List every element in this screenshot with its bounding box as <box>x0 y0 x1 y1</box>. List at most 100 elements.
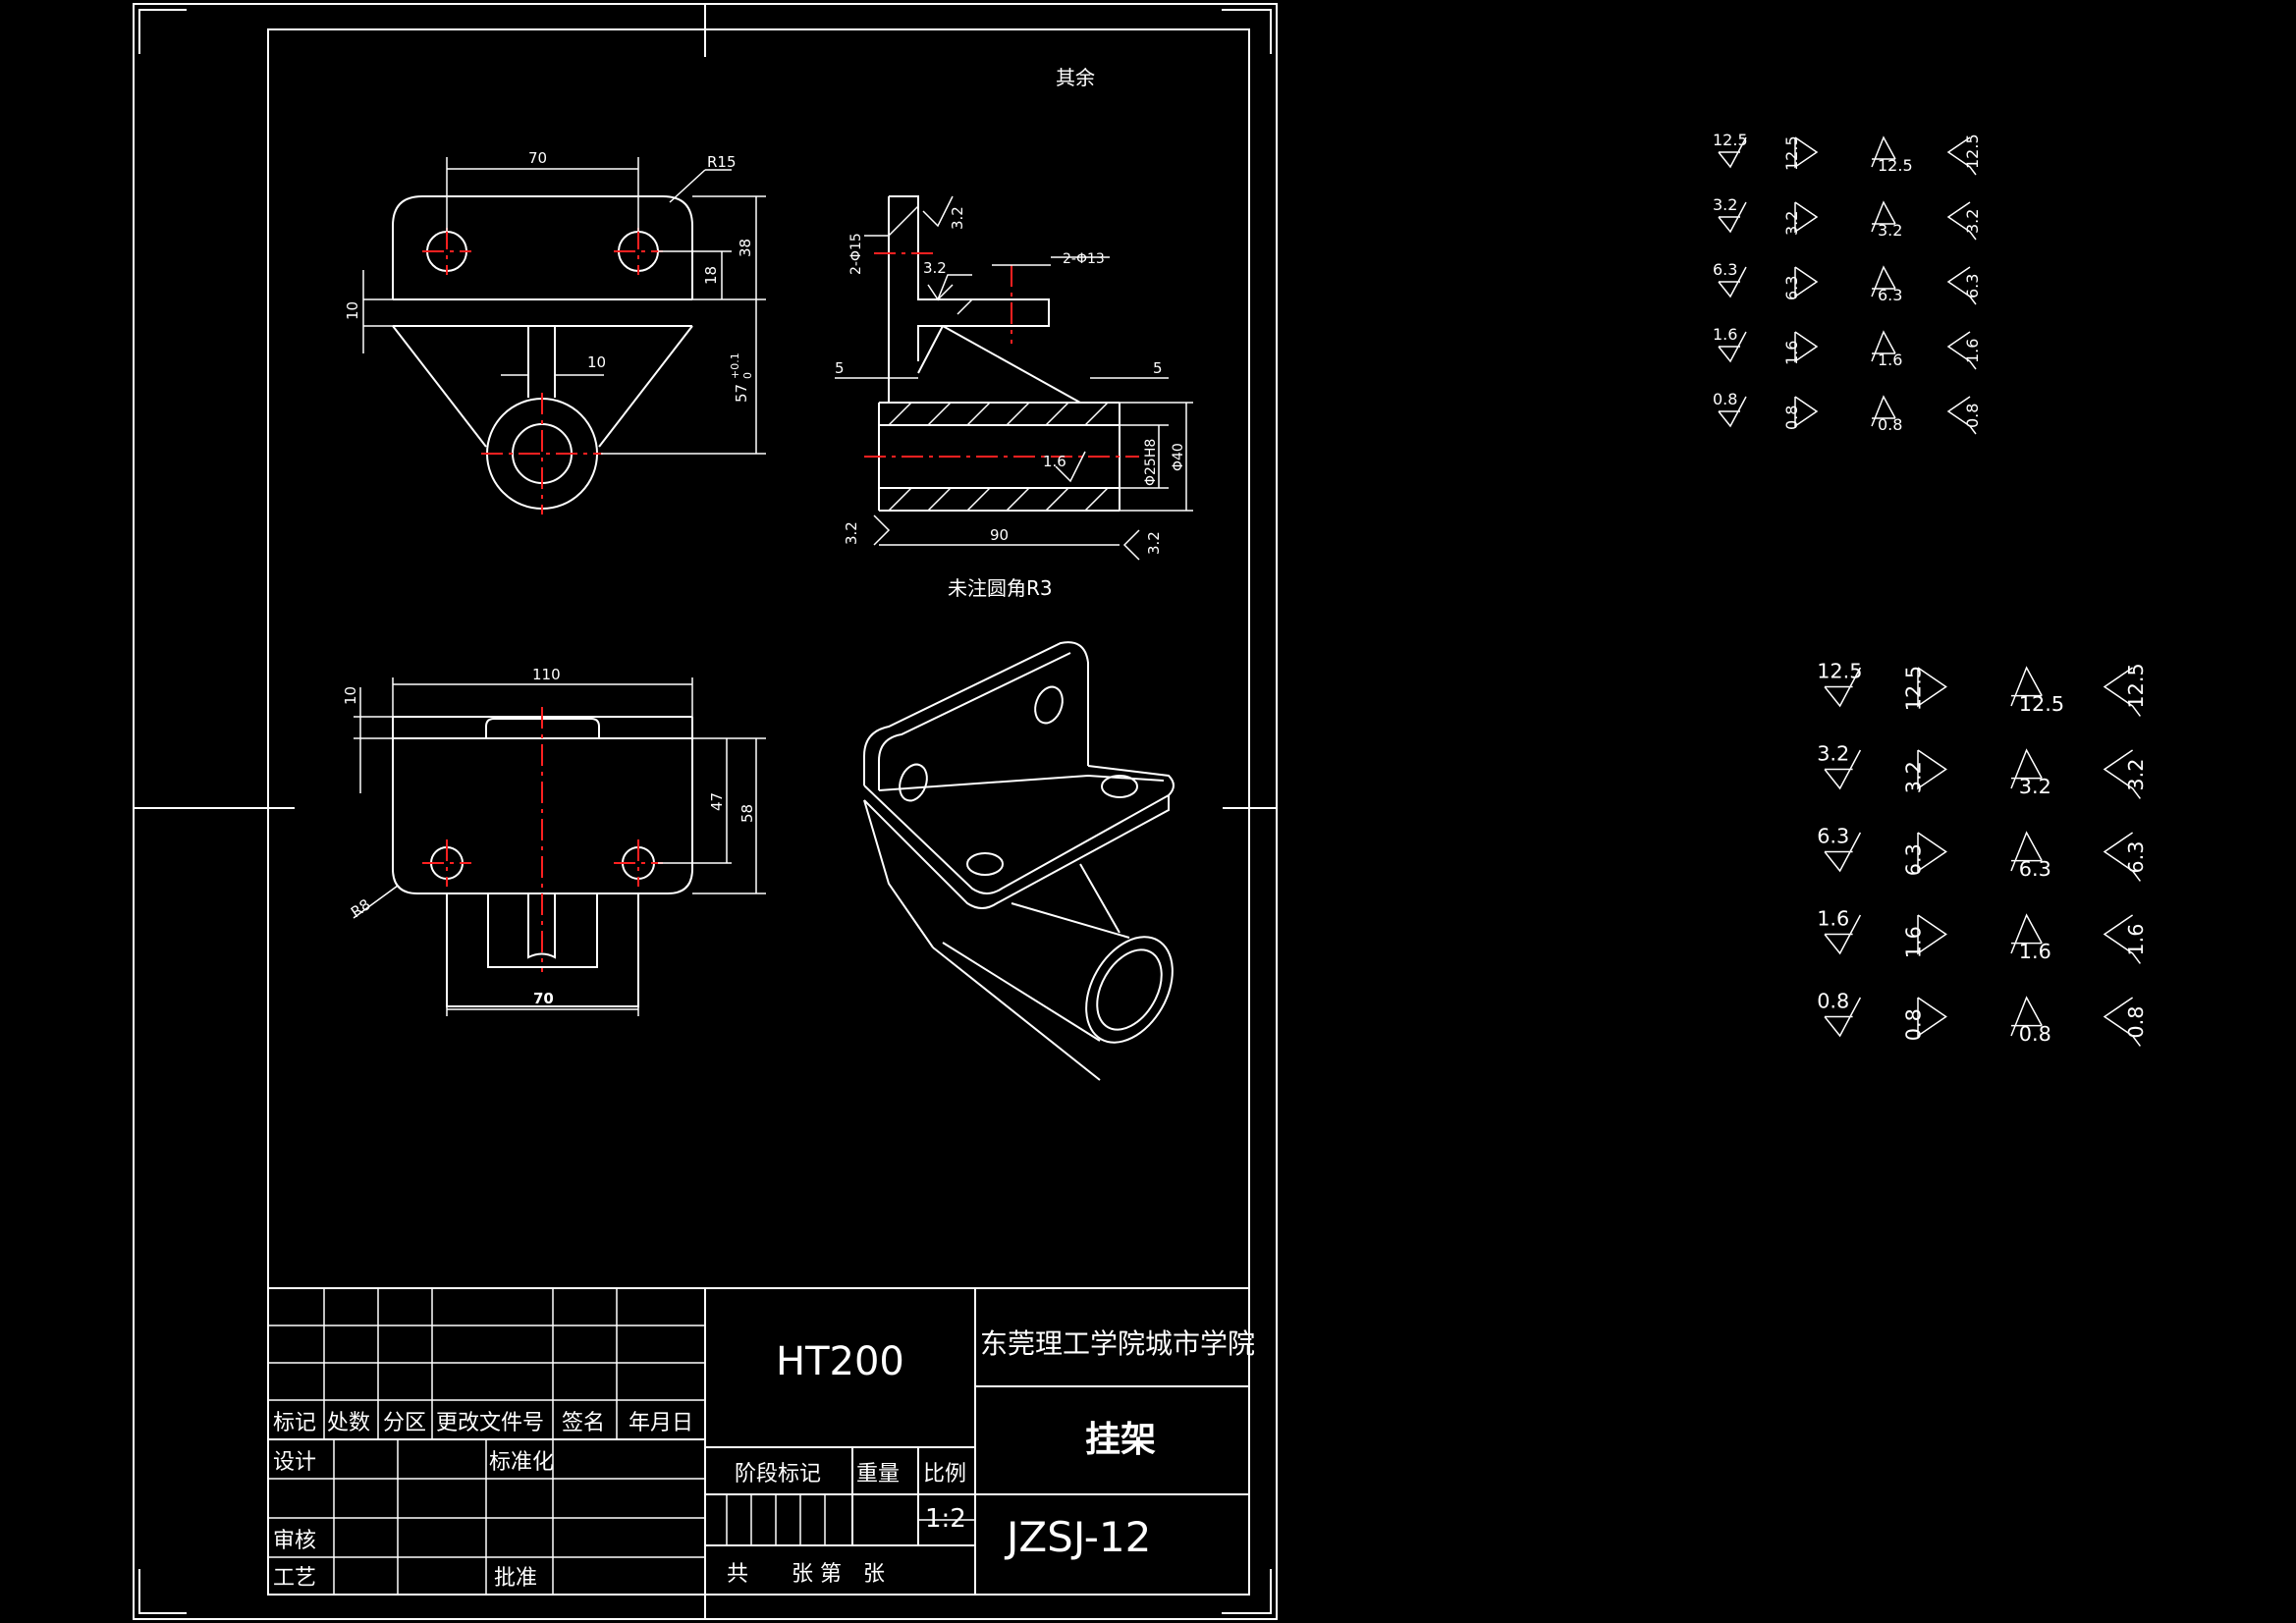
roughness-symbol: 12.5 <box>1713 131 1748 169</box>
roughness-mark <box>1824 997 1862 1038</box>
top-view: 110 10 47 58 R8 70 <box>342 666 766 1016</box>
roughness-mark <box>1824 832 1862 873</box>
roughness-mark <box>1946 266 1977 305</box>
label-review: 审核 <box>273 1529 316 1553</box>
roughness-mark <box>2010 666 2043 707</box>
roughness-mark <box>1871 265 1896 298</box>
roughness-mark <box>2010 996 2043 1037</box>
rough-32-top: 3.2 <box>949 206 966 230</box>
roughness-symbol: 12.5 <box>2103 663 2148 717</box>
dim-phi40: Φ40 <box>1171 443 1186 471</box>
rough-32-mid: 3.2 <box>923 259 947 277</box>
roughness-value: 0.8 <box>2124 1006 2148 1039</box>
roughness-symbol: 12.5 <box>2010 666 2064 716</box>
roughness-symbol: 1.6 <box>1902 914 1947 958</box>
dim-38: 38 <box>737 239 754 257</box>
roughness-value: 3.2 <box>1878 221 1902 240</box>
roughness-mark <box>1917 997 1947 1038</box>
roughness-mark <box>2103 832 2141 882</box>
roughness-value: 0.8 <box>1963 404 1982 428</box>
dim-r8: R8 <box>348 895 374 921</box>
roughness-symbol: 6.3 <box>1817 824 1862 873</box>
dim-18: 18 <box>702 266 720 285</box>
roughness-value: 12.5 <box>1782 135 1801 171</box>
roughness-mark <box>1794 266 1819 298</box>
roughness-mark <box>1824 667 1862 708</box>
isometric-view <box>863 641 1175 1081</box>
roughness-value: 3.2 <box>1963 209 1982 234</box>
drawing-number: JZSJ-12 <box>1004 1513 1151 1561</box>
roughness-mark <box>1718 136 1747 169</box>
roughness-symbol: 1.6 <box>2103 914 2148 964</box>
dim-2-phi13: 2-Φ13 <box>1063 251 1105 267</box>
label-approve: 批准 <box>494 1566 537 1591</box>
roughness-mark <box>1871 135 1896 168</box>
roughness-value: 3.2 <box>1713 195 1737 214</box>
label-mark: 标记 <box>273 1411 316 1435</box>
roughness-value: 0.8 <box>1817 989 1849 1012</box>
roughness-symbol: 3.2 <box>1817 741 1862 790</box>
roughness-mark <box>1794 136 1819 169</box>
dim-70: 70 <box>528 149 547 167</box>
dim-57-tol-low: 0 <box>741 372 754 379</box>
roughness-symbol: 12.5 <box>1782 135 1819 171</box>
dim-5-left: 5 <box>835 359 845 377</box>
roughness-mark <box>1718 396 1747 428</box>
title-block: 标记 处数 分区 更改文件号 签名 年月日 设计 标准化 审核 工艺 批准 HT… <box>267 1287 1255 1596</box>
roughness-symbol: 3.2 <box>1946 201 1982 241</box>
roughness-value: 12.5 <box>2124 663 2148 708</box>
roughness-mark <box>1917 914 1947 955</box>
roughness-value: 1.6 <box>1902 926 1926 958</box>
roughness-value: 12.5 <box>1817 659 1862 682</box>
roughness-mark <box>2010 831 2043 872</box>
roughness-symbol: 12.5 <box>1871 135 1913 175</box>
roughness-mark <box>1718 266 1747 298</box>
dim-57-tol-up: +0.1 <box>729 352 741 379</box>
institution: 东莞理工学院城市学院 <box>980 1327 1255 1360</box>
roughness-symbol: 6.3 <box>1871 265 1902 304</box>
roughness-mark <box>1794 201 1819 234</box>
roughness-symbol: 6.3 <box>2103 832 2148 882</box>
roughness-value: 1.6 <box>1782 341 1801 365</box>
dim-70-bottom: 70 <box>533 990 554 1007</box>
roughness-symbol: 12.5 <box>1817 659 1863 708</box>
label-zone: 分区 <box>383 1411 426 1435</box>
roughness-value: 1.6 <box>1817 906 1849 930</box>
roughness-mark <box>1917 832 1947 873</box>
roughness-symbol: 0.8 <box>1871 395 1902 434</box>
label-standard: 标准化 <box>489 1450 554 1475</box>
material: HT200 <box>776 1339 904 1384</box>
roughness-mark <box>1718 201 1747 234</box>
label-stage: 阶段标记 <box>735 1462 821 1487</box>
side-view: 3.2 3.2 1.6 3.2 3.2 2-Φ15 2-Φ13 5 5 Φ25H… <box>835 195 1193 600</box>
label-sheets: 共 张 第 张 <box>727 1562 885 1587</box>
roughness-symbol: 6.3 <box>1946 266 1982 305</box>
roughness-symbol: 1.6 <box>1782 331 1819 365</box>
roughness-symbol: 6.3 <box>1713 260 1747 298</box>
roughness-mark <box>1946 396 1977 435</box>
roughness-symbol: 3.2 <box>2010 748 2051 798</box>
dim-phi25h8: Φ25H8 <box>1143 439 1159 486</box>
roughness-value: 3.2 <box>1902 761 1926 793</box>
roughness-symbol: 0.8 <box>1782 396 1819 430</box>
roughness-symbol: 1.6 <box>2010 913 2051 963</box>
roughness-symbol: 0.8 <box>1817 989 1862 1038</box>
roughness-symbol: 0.8 <box>1713 390 1747 428</box>
roughness-value: 12.5 <box>1963 134 1982 169</box>
roughness-symbol: 6.3 <box>1902 832 1947 876</box>
roughness-value: 1.6 <box>1713 325 1737 344</box>
roughness-value: 12.5 <box>1713 131 1748 149</box>
roughness-value: 1.6 <box>1963 339 1982 363</box>
roughness-symbol: 6.3 <box>2010 831 2051 881</box>
roughness-symbol: 1.6 <box>1817 906 1862 955</box>
roughness-value: 6.3 <box>1782 276 1801 300</box>
roughness-symbol: 0.8 <box>1902 997 1947 1041</box>
front-view: 70 R15 38 18 10 10 57 +0.1 0 <box>344 149 766 514</box>
dim-110: 110 <box>532 666 561 683</box>
dim-57: 57 <box>733 384 750 403</box>
label-design: 设计 <box>273 1450 316 1475</box>
rough-32-bl: 3.2 <box>843 521 860 545</box>
roughness-mark <box>1946 331 1977 370</box>
roughness-symbol: 1.6 <box>1871 330 1902 369</box>
